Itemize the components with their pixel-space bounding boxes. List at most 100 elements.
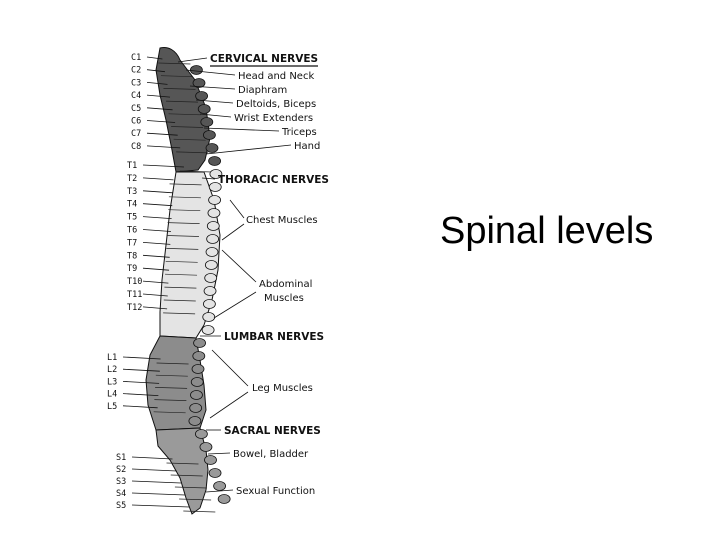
spinous-process <box>204 260 218 270</box>
level-label-c1: C1 <box>131 53 141 63</box>
level-label-c6: C6 <box>131 117 141 127</box>
level-label-s2: S2 <box>116 465 126 475</box>
vertebra-line <box>183 510 216 513</box>
vertebra-line <box>179 170 213 173</box>
spinous-process <box>208 195 222 205</box>
vertebra-line <box>170 474 203 477</box>
level-label-l5: L5 <box>107 402 117 412</box>
spinous-process <box>203 286 217 296</box>
level-label-c7: C7 <box>131 129 141 139</box>
vertebra-line <box>166 462 199 465</box>
spinous-process <box>202 130 216 140</box>
level-leader-c8 <box>146 145 181 149</box>
spinous-process <box>199 442 213 452</box>
vertebra-line <box>168 196 201 199</box>
level-label-l1: L1 <box>107 353 117 363</box>
vertebra-line <box>156 362 189 365</box>
cervical-function-leader-1 <box>185 69 236 76</box>
level-leader-l3 <box>122 381 160 384</box>
spinous-process <box>200 117 214 127</box>
level-label-t12: T12 <box>127 303 142 313</box>
vertebra-line <box>166 100 199 103</box>
spinous-process <box>190 377 204 387</box>
spinous-process <box>208 182 222 192</box>
spinous-process <box>193 338 206 348</box>
level-leader-t9 <box>142 267 170 271</box>
level-leader-s1 <box>131 456 173 460</box>
level-label-l3: L3 <box>107 377 117 387</box>
spinous-process <box>208 468 222 478</box>
level-label-l2: L2 <box>107 365 117 375</box>
slide-title: Spinal levels <box>440 210 654 252</box>
level-leader-t6 <box>142 229 172 232</box>
lumbar-function-leg: Leg Muscles <box>252 383 313 394</box>
level-label-t10: T10 <box>127 277 142 287</box>
spinous-process <box>194 429 208 439</box>
cervical-function-leader-3 <box>195 99 234 104</box>
cervical-function-leader-5 <box>203 127 280 132</box>
level-leader-c3 <box>146 82 168 85</box>
cervical-function-leader-4 <box>199 113 232 118</box>
bowel-leader <box>207 452 231 455</box>
level-label-t1: T1 <box>127 161 137 171</box>
cervical-function-1: Head and Neck <box>238 71 314 82</box>
spinous-process <box>204 273 218 283</box>
spinous-process <box>206 221 220 231</box>
vertebra-line <box>179 498 212 501</box>
spinous-process <box>208 156 222 166</box>
level-label-t9: T9 <box>127 264 137 274</box>
vertebra-line <box>160 75 193 78</box>
abdominal-leader-bottom <box>213 291 257 319</box>
vertebra-line <box>165 260 198 263</box>
spinous-process <box>213 481 227 491</box>
chest-leader-top <box>229 199 245 219</box>
spine-illustration <box>145 47 231 515</box>
spinous-process <box>189 65 203 75</box>
level-leader-l5 <box>122 405 158 409</box>
spinous-process <box>192 351 206 361</box>
thoracic-nerves-header: THORACIC NERVES <box>218 174 329 186</box>
level-label-c3: C3 <box>131 78 141 88</box>
vertebra-line <box>173 138 206 141</box>
sacral-function-sexual: Sexual Function <box>236 486 315 497</box>
level-label-s5: S5 <box>116 501 126 511</box>
sacral-nerves-header: SACRAL NERVES <box>224 425 321 437</box>
leader-lines <box>122 56 318 508</box>
spinous-process <box>191 364 205 374</box>
level-leader-c6 <box>146 120 176 123</box>
level-leader-s4 <box>131 492 186 496</box>
vertebra-line <box>176 151 209 154</box>
cervical-nerves-header: CERVICAL NERVES <box>210 53 318 65</box>
level-label-s1: S1 <box>116 453 126 463</box>
spinous-process <box>205 143 219 153</box>
level-leader-t8 <box>142 254 170 258</box>
level-label-t5: T5 <box>127 213 137 223</box>
cervical-function-4: Wrist Extenders <box>234 113 313 124</box>
spinous-process <box>205 247 219 257</box>
level-leader-t3 <box>142 190 173 194</box>
vertebra-line <box>163 299 196 302</box>
thoracic-function-abdominal: Abdominal <box>259 279 312 290</box>
level-label-s3: S3 <box>116 477 126 487</box>
level-leader-t2 <box>142 177 174 181</box>
level-leader-c4 <box>146 94 171 98</box>
vertebra-line <box>165 273 198 276</box>
level-leader-t10 <box>142 280 169 284</box>
spinous-process <box>204 455 217 465</box>
vertebra-line <box>168 113 201 116</box>
vertebra-line <box>169 183 202 186</box>
spinous-process <box>202 312 216 322</box>
lumbar-nerves-header: LUMBAR NERVES <box>224 331 324 343</box>
sacral-vertebrae <box>155 427 209 515</box>
cervical-function-leader-2 <box>189 85 236 90</box>
level-label-c8: C8 <box>131 142 141 152</box>
cervical-function-2: Diaphram <box>238 85 287 96</box>
level-leader-s3 <box>131 480 181 484</box>
vertebra-separators <box>153 62 216 513</box>
vertebra-line <box>174 486 207 489</box>
vertebra-line <box>168 209 201 212</box>
level-label-s4: S4 <box>116 489 126 499</box>
level-label-t7: T7 <box>127 238 137 248</box>
level-label-t2: T2 <box>127 174 137 184</box>
